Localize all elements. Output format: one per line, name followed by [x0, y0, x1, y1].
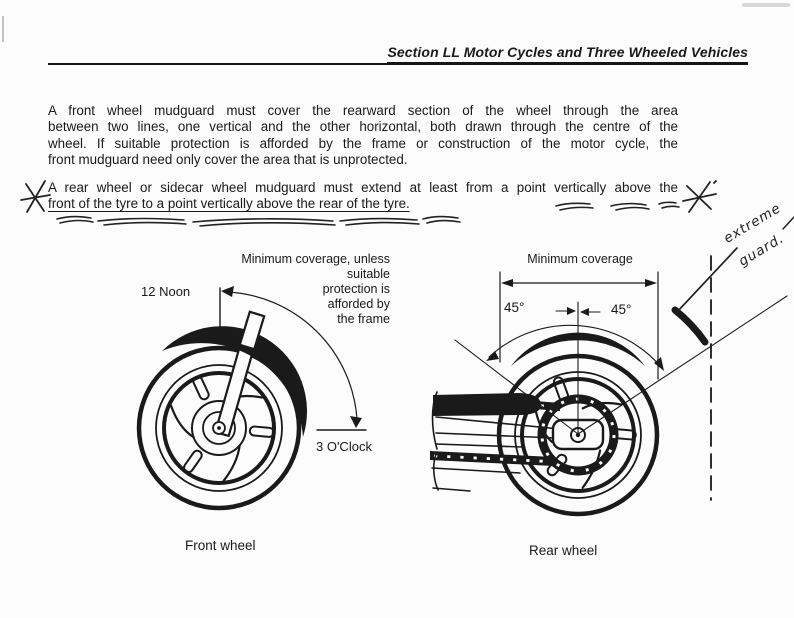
- body-panel-black: [433, 393, 542, 416]
- rear-axle: [570, 427, 586, 443]
- label-12-noon: 12 Noon: [141, 284, 191, 299]
- rear-dimensions: [454, 247, 788, 501]
- front-tire-outer: [136, 345, 302, 511]
- paragraph-front-mudguard: A front wheel mudguard must cover the re…: [48, 103, 678, 169]
- arc-arrow-down: [350, 416, 362, 428]
- front-tire-inner: [155, 364, 283, 492]
- extreme-guard-arc: [671, 306, 709, 346]
- rear-bodywork: [431, 391, 605, 492]
- angle-label-left: 45°: [504, 300, 525, 315]
- chain-top-run: [498, 398, 560, 411]
- front-axle-dot: [217, 426, 221, 430]
- sprocket-chain-ring: [537, 394, 619, 476]
- front-spoke-curves: [169, 394, 264, 482]
- paragraph-line: A rear wheel or sidecar wheel mudguard m…: [48, 180, 678, 195]
- front-coverage-note: Minimum coverage, unless suitable protec…: [200, 252, 390, 327]
- rear-coverage-label: Minimum coverage: [527, 252, 633, 266]
- front-hub-outer: [191, 400, 247, 456]
- page-header: Section LL Motor Cycles and Three Wheele…: [48, 44, 748, 65]
- front-mudguard: [162, 326, 308, 437]
- paragraph-rear-mudguard: A rear wheel or sidecar wheel mudguard m…: [48, 180, 678, 213]
- front-spoke-slots: [183, 375, 275, 474]
- angle-arc: [488, 324, 663, 369]
- rear-wheel-caption: Rear wheel: [529, 543, 598, 558]
- rear-wheel: [496, 353, 660, 517]
- rear-wheel-diagram: [430, 247, 788, 517]
- rear-rim: [520, 377, 636, 493]
- front-wheel-caption: Front wheel: [185, 538, 256, 553]
- paragraph-line: front mudguard need only cover the area …: [48, 152, 408, 168]
- front-fork-tube: [213, 318, 263, 438]
- body-cut-edge-lower: [432, 451, 439, 491]
- rear-axle-dot: [575, 432, 581, 438]
- underlined-text: front of the tyre to a point vertically …: [48, 196, 410, 212]
- extreme-guard-pointer-line: [676, 247, 738, 313]
- rear-tire-outer: [496, 353, 660, 517]
- hand-asterisk-left-icon: [20, 180, 51, 213]
- rear-spoke-curves: [533, 401, 623, 489]
- front-axle: [212, 421, 226, 435]
- axle-block: [551, 418, 605, 451]
- angle-label-right: 45°: [611, 302, 632, 317]
- front-wheel: [136, 345, 302, 511]
- section-title: Section LL Motor Cycles and Three Wheele…: [387, 44, 748, 63]
- rear-tire-inner: [514, 371, 642, 499]
- left-45-line: [454, 339, 579, 435]
- chain-bottom-run: [430, 451, 553, 466]
- note-line: the frame: [337, 312, 390, 326]
- note-line: protection is: [322, 282, 390, 296]
- rear-spoke-slots: [546, 376, 637, 477]
- paragraph-line: A front wheel mudguard must cover the re…: [48, 103, 678, 118]
- hand-asterisk-right-icon: [682, 180, 717, 213]
- label-3-oclock: 3 O'Clock: [316, 439, 372, 454]
- body-cut-edge-upper: [431, 391, 438, 450]
- note-line: afforded by: [327, 297, 390, 311]
- front-hub-inner: [202, 411, 236, 445]
- right-45-line: [577, 295, 788, 435]
- scan-artifacts: [2, 3, 790, 42]
- rear-mudguard: [511, 332, 645, 366]
- paragraph-line: between two lines, one vertical and the …: [48, 119, 678, 135]
- note-line: Minimum coverage, unless suitable: [241, 252, 390, 281]
- paragraph-line-underlined: front of the tyre to a point vertically …: [48, 196, 678, 212]
- front-rim: [162, 371, 276, 485]
- paragraph-line: wheel. If suitable protection is afforde…: [48, 135, 678, 151]
- pen-stroke-right-edge: [782, 216, 794, 230]
- chain-and-sprocket: [430, 394, 619, 476]
